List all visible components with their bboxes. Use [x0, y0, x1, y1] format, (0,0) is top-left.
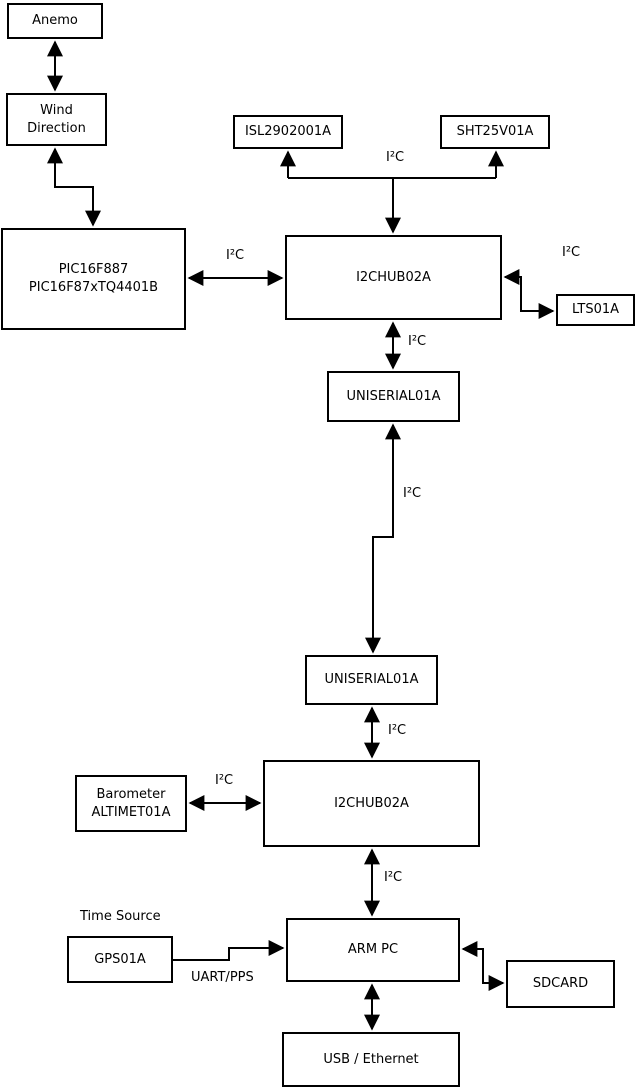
label-i2c-uniserial-link: I²C: [403, 486, 422, 501]
node-usb-ethernet: USB / Ethernet: [282, 1032, 460, 1087]
label-i2c-pic-hub1: I²C: [226, 248, 245, 263]
edge-uniserial1-uniserial2: [365, 423, 401, 654]
label-time-source: Time Source: [80, 909, 161, 924]
node-uniserial01a-1: UNISERIAL01A: [327, 371, 460, 422]
node-sdcard: SDCARD: [506, 960, 615, 1008]
label-i2c-barometer-hub2: I²C: [215, 773, 234, 788]
node-pic16f887: PIC16F887 PIC16F87xTQ4401B: [1, 228, 186, 330]
label-i2c-hub1-uniserial1: I²C: [408, 334, 427, 349]
node-i2chub02a-1: I2CHUB02A: [285, 235, 502, 320]
node-arm-pc: ARM PC: [286, 918, 460, 982]
node-lts01a: LTS01A: [556, 294, 635, 326]
edge-hub1-lts: [503, 269, 555, 319]
edge-gps-armpc: [173, 940, 285, 961]
edge-armpc-sdcard: [461, 941, 505, 991]
node-uniserial01a-2: UNISERIAL01A: [305, 655, 438, 705]
label-i2c-uniserial2-hub2: I²C: [388, 723, 407, 738]
node-anemo: Anemo: [7, 3, 103, 39]
node-barometer-altimet01a: Barometer ALTIMET01A: [75, 775, 187, 832]
node-i2chub02a-2: I2CHUB02A: [263, 760, 480, 847]
edge-winddirection-pic: [47, 147, 101, 227]
label-i2c-hub2-armpc: I²C: [384, 870, 403, 885]
label-i2c-sensors-bus: I²C: [386, 150, 405, 165]
node-sht25v01a: SHT25V01A: [440, 115, 550, 149]
node-wind-direction: Wind Direction: [6, 93, 107, 146]
node-gps01a: GPS01A: [67, 936, 173, 983]
label-i2c-hub1-lts: I²C: [562, 245, 581, 260]
label-uart-pps: UART/PPS: [191, 970, 254, 985]
node-isl2902001a: ISL2902001A: [233, 115, 343, 149]
